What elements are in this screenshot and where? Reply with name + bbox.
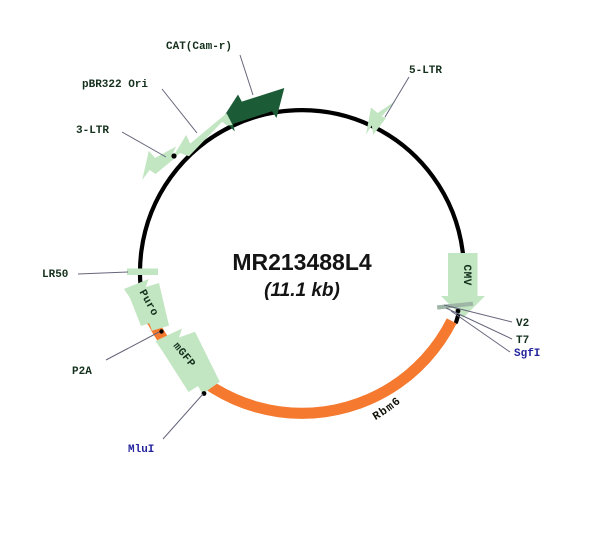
- feature-mgfp[interactable]: mGFP: [155, 328, 220, 395]
- leader-lr50: [77, 271, 129, 275]
- plasmid-backbone: [137, 108, 467, 325]
- restriction-label-sgfi: SgfI: [514, 348, 540, 360]
- feature-label-5-ltr: 5-LTR: [409, 65, 442, 77]
- feature-3-ltr[interactable]: [142, 146, 176, 181]
- restriction-label-mlui: MluI: [128, 444, 154, 456]
- plasmid-name: MR213488L4: [232, 249, 372, 275]
- feature-label-pbr322: pBR322 Ori: [82, 79, 148, 91]
- leader-3-ltr: [121, 131, 167, 158]
- feature-puro[interactable]: Puro: [124, 279, 169, 331]
- restriction-marker-sgfi: [455, 308, 461, 314]
- feature-label-v2: V2: [516, 318, 529, 330]
- leader-v2: [443, 304, 513, 323]
- feature-label-cat: CAT(Cam-r): [166, 41, 232, 53]
- leader-cat: [239, 54, 254, 96]
- junction-marker-1: [171, 153, 177, 159]
- junction-marker-p2a: [159, 329, 164, 334]
- feature-pbr322-ori[interactable]: [170, 113, 233, 162]
- leader-t7: [445, 307, 513, 340]
- feature-label-p2a: P2A: [72, 366, 92, 378]
- feature-label-lr50: LR50: [42, 269, 68, 281]
- feature-cmv[interactable]: CMV: [441, 253, 485, 318]
- feature-cat-cam-r[interactable]: [222, 88, 285, 132]
- feature-label-cmv-inline: CMV: [460, 264, 472, 285]
- feature-label-t7: T7: [516, 335, 529, 347]
- feature-label-3-ltr: 3-LTR: [76, 125, 109, 137]
- leader-sgfi: [450, 310, 511, 353]
- leader-pbr322: [161, 88, 198, 134]
- leader-mlui: [162, 393, 204, 440]
- site-cluster-bar: [436, 301, 474, 310]
- leader-5-ltr: [384, 76, 410, 118]
- plasmid-size: (11.1 kb): [264, 280, 340, 301]
- leader-p2a: [105, 331, 160, 361]
- feature-lr50[interactable]: [127, 268, 158, 276]
- feature-5-ltr[interactable]: [366, 100, 397, 135]
